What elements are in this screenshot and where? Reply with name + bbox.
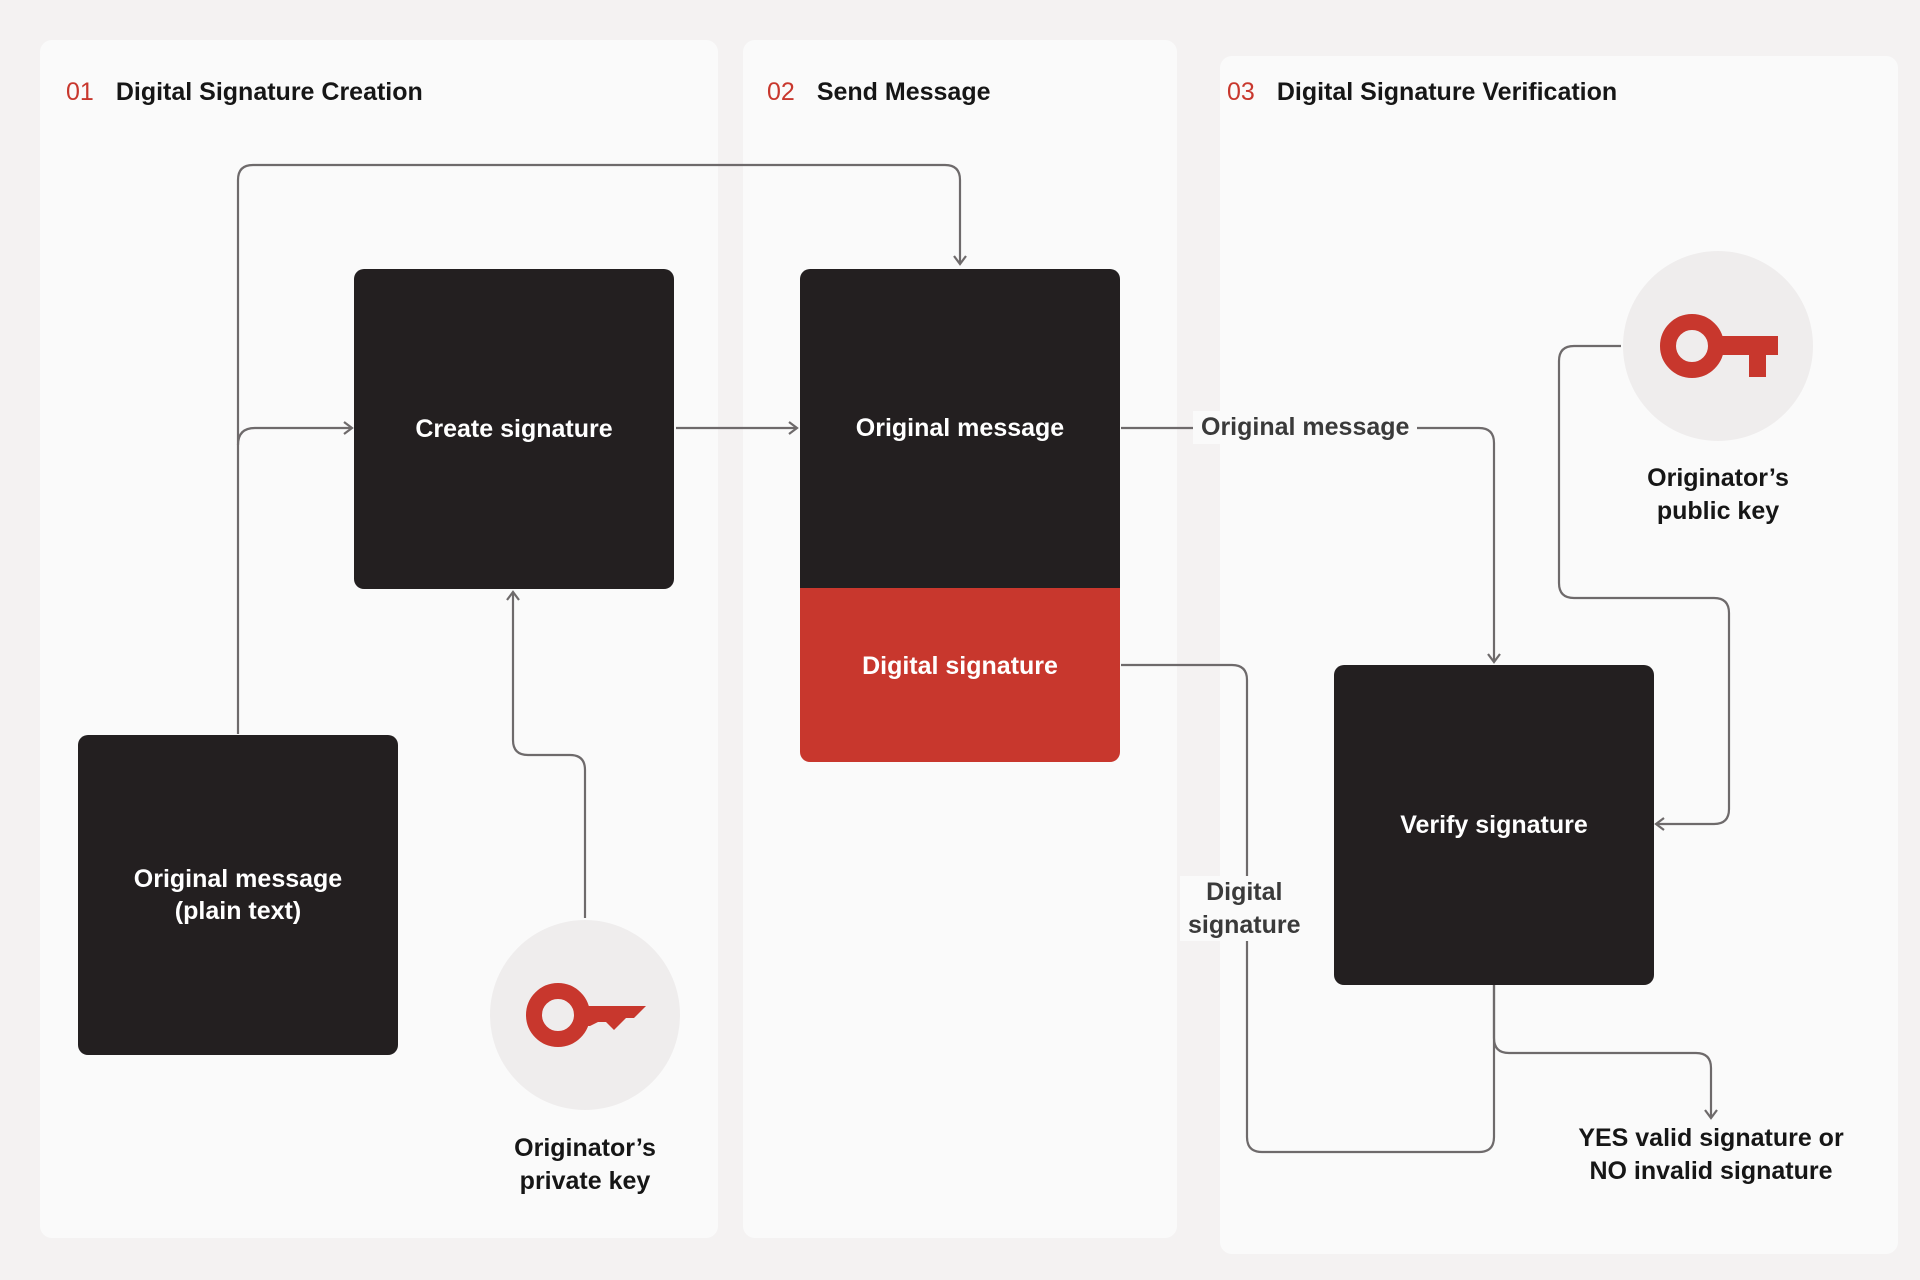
connector-plain-to-original (236, 163, 967, 734)
node-label: Original message (plain text) (133, 864, 343, 926)
connector-message-to-verify (1121, 426, 1501, 664)
node-digital-signature: Digital signature (800, 588, 1120, 762)
edge-label-digital-signature: Digital signature (1180, 876, 1309, 941)
node-original-message: Original message (800, 269, 1120, 588)
panel-signature-verification: 03 Digital Signature Verification (1220, 56, 1898, 1254)
step-number: 03 (1227, 78, 1255, 106)
public-key-circle (1623, 251, 1813, 441)
connector-signature-to-verify (1121, 663, 1496, 1154)
connector-privatekey-to-create (506, 590, 587, 918)
private-key-label: Originator’s private key (514, 1134, 656, 1195)
connector-publickey-to-verify (1557, 344, 1731, 831)
panel-header: 01 Digital Signature Creation (66, 80, 423, 105)
panel-title: Send Message (816, 78, 991, 106)
panel-header: 02 Send Message (767, 80, 991, 105)
verification-result: YES valid signature or NO invalid signat… (1578, 1124, 1844, 1185)
node-verify-signature: Verify signature (1334, 665, 1654, 985)
connector-plain-to-create (236, 421, 354, 446)
panel-title: Digital Signature Creation (115, 78, 423, 106)
key-icon (1660, 314, 1778, 378)
node-original-plain-text: Original message (plain text) (78, 735, 398, 1055)
panel-title: Digital Signature Verification (1276, 78, 1618, 106)
panel-header: 03 Digital Signature Verification (1227, 80, 1617, 105)
step-number: 01 (66, 78, 94, 106)
node-label: Original message (855, 414, 1065, 443)
node-label: Digital signature (862, 652, 1058, 680)
step-number: 02 (767, 78, 795, 106)
node-label: Create signature (415, 414, 613, 443)
node-create-signature: Create signature (354, 269, 674, 589)
public-key-label: Originator’s public key (1647, 464, 1789, 525)
edge-label-original-message: Original message (1193, 411, 1418, 444)
private-key-circle (490, 920, 680, 1110)
key-icon (526, 983, 646, 1047)
node-label: Verify signature (1400, 810, 1588, 839)
connector-verify-to-result (1492, 984, 1718, 1120)
